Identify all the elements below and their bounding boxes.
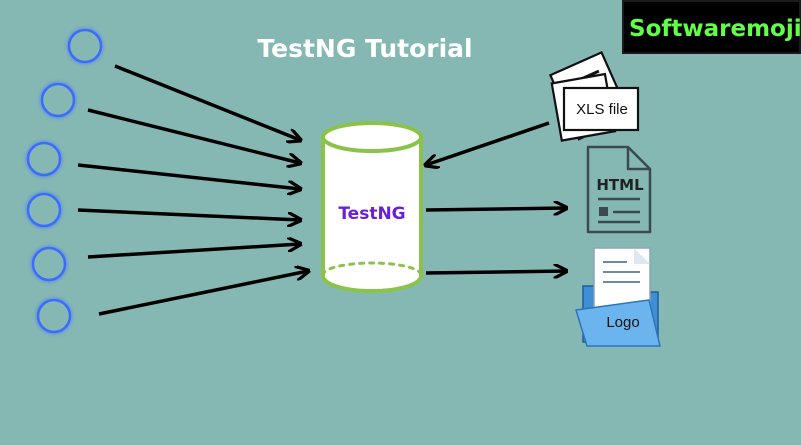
- arrow: [114, 64, 300, 140]
- arrow: [87, 108, 300, 163]
- brand-name: Softwaremoji: [629, 16, 801, 42]
- html-file-label: HTML: [596, 176, 644, 194]
- input-node: [67, 28, 103, 64]
- logo-label: Logo: [606, 314, 640, 331]
- logo-folder-icon: [575, 247, 661, 347]
- diagram-title: TestNG Tutorial: [257, 34, 473, 63]
- testng-cylinder: [321, 121, 423, 293]
- testng-label: TestNG: [338, 204, 406, 224]
- arrow: [426, 121, 550, 165]
- input-node: [36, 298, 72, 334]
- xls-file-label: XLS file: [576, 101, 628, 118]
- xls-file-icon: [548, 50, 640, 142]
- arrow: [425, 271, 566, 273]
- input-node: [40, 82, 76, 118]
- input-node: [26, 141, 62, 177]
- arrow: [87, 244, 300, 259]
- output-arrows: [425, 121, 566, 273]
- brand-logo: Softwaremoji: [622, 0, 801, 54]
- input-node: [31, 246, 67, 282]
- html-file-icon: [586, 145, 652, 234]
- input-node: [26, 192, 62, 228]
- input-arrows: [77, 64, 308, 316]
- arrow: [77, 163, 300, 189]
- input-nodes: [26, 28, 103, 334]
- arrow: [77, 208, 300, 220]
- arrow: [425, 208, 566, 210]
- arrow: [98, 271, 308, 316]
